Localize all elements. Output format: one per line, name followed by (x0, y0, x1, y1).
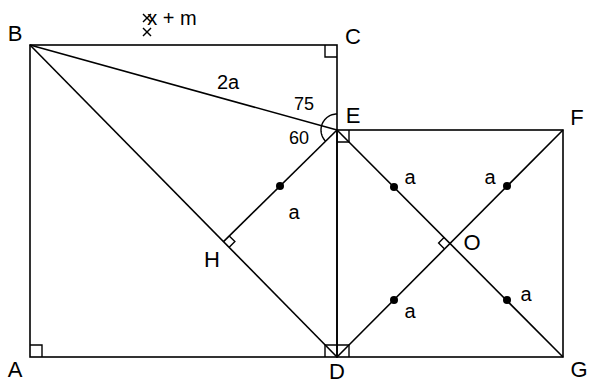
angle-label: 75 (293, 95, 315, 113)
diagonal-df (337, 130, 563, 357)
right-angle-mark (325, 345, 337, 357)
vertex-label: G (569, 359, 588, 381)
tick-mark (143, 28, 151, 36)
midpoint-dot (503, 296, 511, 304)
square-edgf (337, 130, 563, 357)
right-angle-mark (30, 345, 42, 357)
rectangle-abcd (30, 45, 337, 357)
vertex-label: C (344, 26, 362, 48)
angle-arc (321, 114, 337, 141)
midpoint-dot (390, 296, 398, 304)
point-label: O (462, 232, 481, 254)
midpoint-dot (503, 182, 511, 190)
vertex-label: H (203, 249, 221, 271)
side-label: x + m (146, 8, 197, 28)
length-label: a (287, 202, 300, 222)
right-angle-mark (325, 45, 337, 57)
right-angle-mark (439, 237, 445, 248)
right-angle-mark (337, 130, 349, 142)
vertex-label: B (7, 23, 24, 45)
right-angle-mark (229, 236, 235, 247)
vertex-label: E (345, 105, 362, 127)
length-label: a (483, 167, 496, 187)
midpoint-dot (276, 182, 284, 190)
right-angle-mark (337, 345, 349, 357)
segment-eh (224, 130, 338, 242)
vertex-label: D (328, 361, 346, 383)
vertex-label: A (7, 359, 24, 381)
angle-label: 60 (288, 129, 310, 147)
length-label: a (403, 301, 416, 321)
segment-be (30, 45, 337, 130)
segment-bd (30, 45, 337, 357)
diagonal-eg (337, 130, 563, 357)
midpoint-dot (390, 183, 398, 191)
length-label: a (519, 284, 532, 304)
tick-mark (143, 28, 151, 36)
vertex-label: F (569, 107, 584, 129)
length-label: a (403, 167, 416, 187)
length-label: 2a (216, 72, 240, 92)
